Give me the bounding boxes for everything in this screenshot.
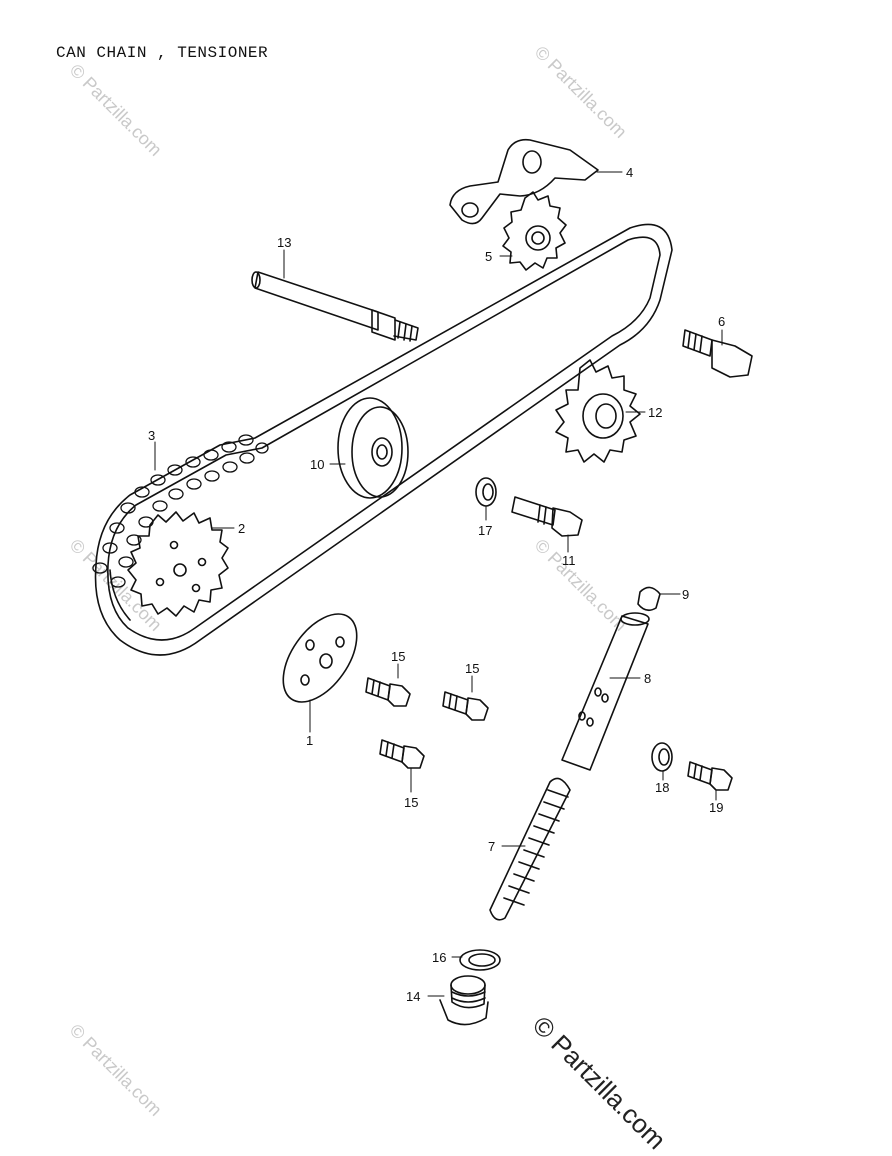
tensioner-sprocket-upper[interactable] bbox=[502, 191, 567, 271]
cam-chain[interactable] bbox=[94, 223, 673, 656]
callout-10: 10 bbox=[310, 457, 324, 472]
callout-4: 4 bbox=[626, 165, 633, 180]
tensioner-spring[interactable] bbox=[489, 777, 571, 921]
callout-15-a: 15 bbox=[391, 649, 405, 664]
sprocket-plate[interactable] bbox=[268, 601, 371, 715]
callout-13: 13 bbox=[277, 235, 291, 250]
callout-7: 7 bbox=[488, 839, 495, 854]
callout-2: 2 bbox=[238, 521, 245, 536]
guide-roller[interactable] bbox=[337, 397, 409, 499]
callout-19: 19 bbox=[709, 800, 723, 815]
callout-17: 17 bbox=[478, 523, 492, 538]
callout-16: 16 bbox=[432, 950, 446, 965]
chain-links bbox=[92, 434, 269, 588]
leader-lines bbox=[154, 171, 723, 997]
callout-8: 8 bbox=[644, 671, 651, 686]
bolt-19[interactable] bbox=[687, 761, 733, 791]
page-title: CAN CHAIN , TENSIONER bbox=[56, 44, 269, 62]
callout-3: 3 bbox=[148, 428, 155, 443]
bolt-15-a[interactable] bbox=[365, 677, 411, 707]
washer-18[interactable] bbox=[651, 742, 673, 772]
callout-5: 5 bbox=[485, 249, 492, 264]
washer-17[interactable] bbox=[475, 477, 497, 507]
tensioner-tube[interactable] bbox=[561, 612, 650, 771]
cap-9[interactable] bbox=[637, 586, 661, 612]
callout-9: 9 bbox=[682, 587, 689, 602]
callout-1: 1 bbox=[306, 733, 313, 748]
washer-16[interactable] bbox=[459, 949, 501, 971]
callout-15-c: 15 bbox=[404, 795, 418, 810]
bolt-15-b[interactable] bbox=[442, 691, 489, 721]
tensioner-shaft[interactable] bbox=[251, 271, 419, 342]
callout-14: 14 bbox=[406, 989, 420, 1004]
callout-labels: 4 5 13 6 12 3 2 10 17 11 9 8 1 15 15 15 … bbox=[148, 165, 725, 1004]
tensioner-bracket[interactable] bbox=[449, 138, 599, 225]
bolt-15-c[interactable] bbox=[379, 739, 425, 769]
bolt-11[interactable] bbox=[511, 496, 583, 537]
callout-12: 12 bbox=[648, 405, 662, 420]
idler-sprocket[interactable] bbox=[555, 359, 641, 463]
bolt-6[interactable] bbox=[682, 329, 753, 378]
plug-14[interactable] bbox=[439, 975, 489, 1026]
callout-15-b: 15 bbox=[465, 661, 479, 676]
callout-6: 6 bbox=[718, 314, 725, 329]
cam-sprocket[interactable] bbox=[127, 511, 229, 617]
callout-18: 18 bbox=[655, 780, 669, 795]
callout-11: 11 bbox=[562, 553, 576, 568]
